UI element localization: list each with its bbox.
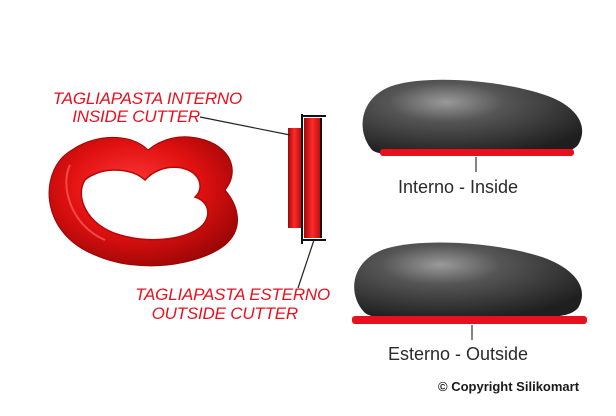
inside-cutter-label-en: INSIDE CUTTER xyxy=(72,107,200,126)
dome-outside-icon xyxy=(352,242,587,340)
copyright-notice: © Copyright Silikomart xyxy=(438,379,580,394)
outside-cutter-label-en: OUTSIDE CUTTER xyxy=(151,304,299,323)
inside-cutter-leader xyxy=(199,116,291,136)
heart-cutter-icon xyxy=(48,136,239,267)
outside-cutter-leader xyxy=(297,239,315,289)
dome-inside-icon xyxy=(362,79,583,172)
inside-caption: Interno - Inside xyxy=(398,177,519,197)
inside-cutter-edge xyxy=(380,149,574,156)
outside-cutter-label-it: TAGLIAPASTA ESTERNO xyxy=(135,285,330,304)
outside-caption: Esterno - Outside xyxy=(388,344,529,364)
inside-cutter-label-it: TAGLIAPASTA INTERNO xyxy=(52,89,242,108)
outside-cutter-edge xyxy=(352,316,587,324)
cutter-side-profile xyxy=(288,114,326,244)
